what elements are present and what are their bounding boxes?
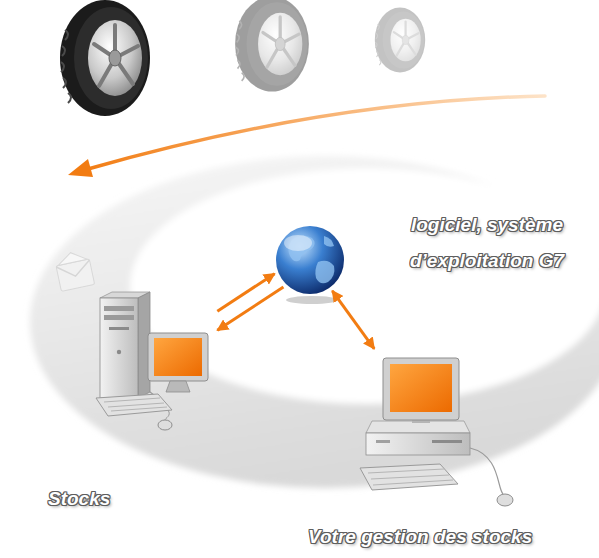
node-label: Stocks: [48, 488, 110, 511]
flow-arrow: [332, 291, 374, 349]
tower-computer: [96, 292, 208, 430]
cycle-arrow: [68, 96, 545, 177]
label-holder: logiciel, système d’exploitation G7: [381, 207, 593, 279]
computer-node: Votre gestion des stocks: [352, 352, 517, 512]
tire: [235, 0, 309, 92]
label-holder: Votre gestion des stocks: [308, 526, 532, 549]
swirl-ring: [30, 156, 599, 488]
node-label: logiciel, système d’exploitation G7: [381, 207, 593, 279]
desktop-computer: [360, 358, 513, 506]
tire: [60, 0, 150, 116]
node-label: Votre gestion des stocks: [308, 526, 532, 549]
globe-node: logiciel, système d’exploitation G7: [276, 226, 344, 294]
label-holder: Stocks: [48, 488, 110, 511]
envelope-icon: [54, 249, 95, 291]
flow-arrow: [217, 274, 274, 312]
tire: [375, 8, 425, 73]
computer-node: Stocks: [92, 292, 214, 434]
flow-arrow: [217, 287, 283, 330]
